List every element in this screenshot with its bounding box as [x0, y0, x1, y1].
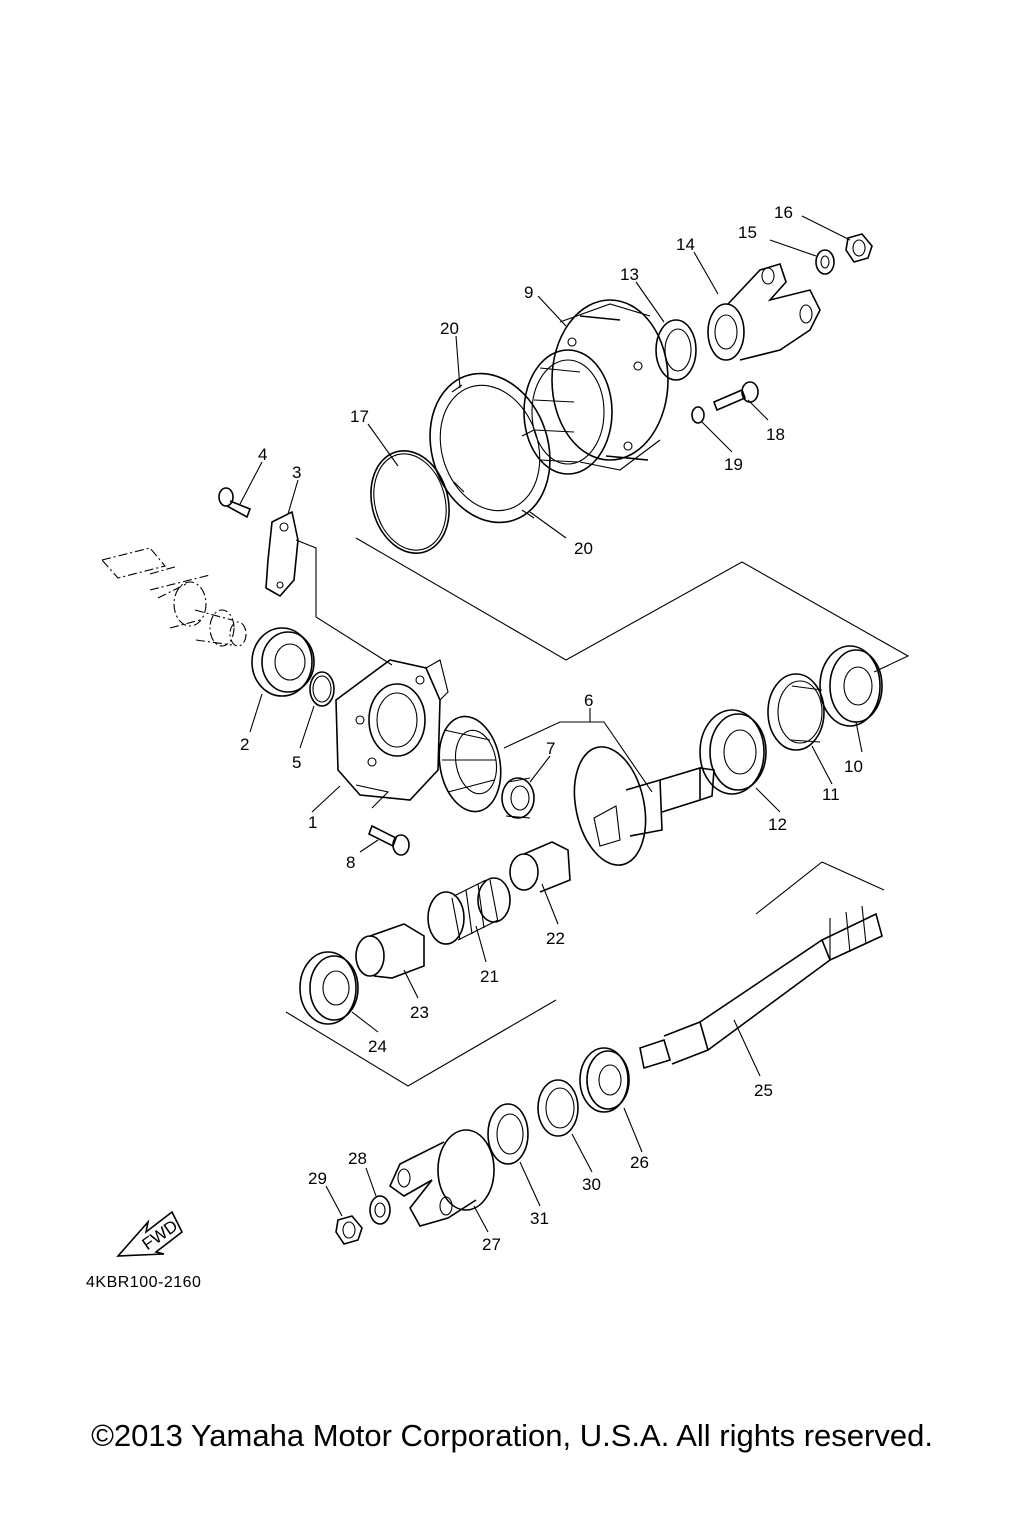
- callout-24: 24: [368, 1037, 387, 1056]
- part-18-bolt: [712, 381, 759, 412]
- fwd-arrow-icon: FWD: [116, 1210, 184, 1257]
- part-26-bearing: [579, 1047, 630, 1113]
- callout-26: 26: [630, 1153, 649, 1172]
- part-22-cam: [509, 841, 571, 893]
- part-11-ring-nut: [767, 673, 825, 751]
- part-3-plate: [265, 510, 299, 598]
- part-16-nut: [845, 233, 873, 263]
- callout-15: 15: [738, 223, 757, 242]
- callout-20b: 20: [574, 539, 593, 558]
- part-23-sleeve: [355, 923, 425, 979]
- callout-25: 25: [754, 1081, 773, 1100]
- part-17-oring: [370, 450, 450, 554]
- callout-1: 1: [308, 813, 317, 832]
- callout-10: 10: [844, 757, 863, 776]
- part-9-gear-housing: [523, 299, 669, 475]
- callout-29: 29: [308, 1169, 327, 1188]
- callout-6: 6: [584, 691, 593, 710]
- callout-3: 3: [292, 463, 301, 482]
- callout-31: 31: [530, 1209, 549, 1228]
- part-20-shim: [429, 372, 551, 524]
- part-12-bearing: [699, 709, 767, 795]
- part-7-nut: [501, 777, 535, 819]
- part-4-screw: [218, 487, 252, 519]
- callout-23: 23: [410, 1003, 429, 1022]
- part-29-nut: [335, 1215, 363, 1245]
- part-19-washer: [691, 406, 705, 424]
- callout-28: 28: [348, 1149, 367, 1168]
- part-10-bearing: [819, 645, 883, 727]
- callout-11: 11: [822, 785, 840, 804]
- part-15-washer: [815, 249, 835, 275]
- part-5-ring: [309, 671, 335, 707]
- part-14-yoke: [707, 263, 821, 361]
- callout-18: 18: [766, 425, 785, 444]
- part-28-washer: [369, 1195, 391, 1225]
- callout-12: 12: [768, 815, 787, 834]
- callout-16: 16: [774, 203, 793, 222]
- part-8-bolt: [367, 824, 410, 856]
- callout-4: 4: [258, 445, 267, 464]
- callout-13: 13: [620, 265, 639, 284]
- copyright-notice: ©2013 Yamaha Motor Corporation, U.S.A. A…: [91, 1418, 933, 1453]
- callout-9: 9: [524, 283, 533, 302]
- part-21-spring: [427, 877, 511, 945]
- callout-30: 30: [582, 1175, 601, 1194]
- part-27-yoke: [388, 1129, 495, 1227]
- callout-19: 19: [724, 455, 743, 474]
- callout-22: 22: [546, 929, 565, 948]
- part-1-housing: [335, 659, 449, 801]
- callout-27: 27: [482, 1235, 501, 1254]
- callout-7: 7: [546, 739, 555, 758]
- part-6-gear-set: [438, 715, 715, 866]
- part-31-seal: [487, 1103, 529, 1165]
- input-shaft-phantom: [100, 547, 247, 647]
- part-25-shaft: [639, 905, 883, 1070]
- diagram-code: 4KBR100-2160: [86, 1274, 202, 1291]
- callout-8: 8: [346, 853, 355, 872]
- callout-14: 14: [676, 235, 695, 254]
- part-30-ring-nut: [537, 1079, 579, 1137]
- part-2-bearing: [251, 627, 315, 697]
- part-13-seal: [655, 319, 697, 381]
- callout-17: 17: [350, 407, 369, 426]
- callout-2: 2: [240, 735, 249, 754]
- callout-21: 21: [480, 967, 499, 986]
- callout-5: 5: [292, 753, 301, 772]
- leader-lines: [239, 215, 863, 1233]
- callout-20a: 20: [440, 319, 459, 338]
- part-24-bearing: [299, 951, 359, 1025]
- callout-labels: 1 2 3 4 5 6 7 8 9 10 11 12 13 14 15 16 1…: [240, 203, 863, 1254]
